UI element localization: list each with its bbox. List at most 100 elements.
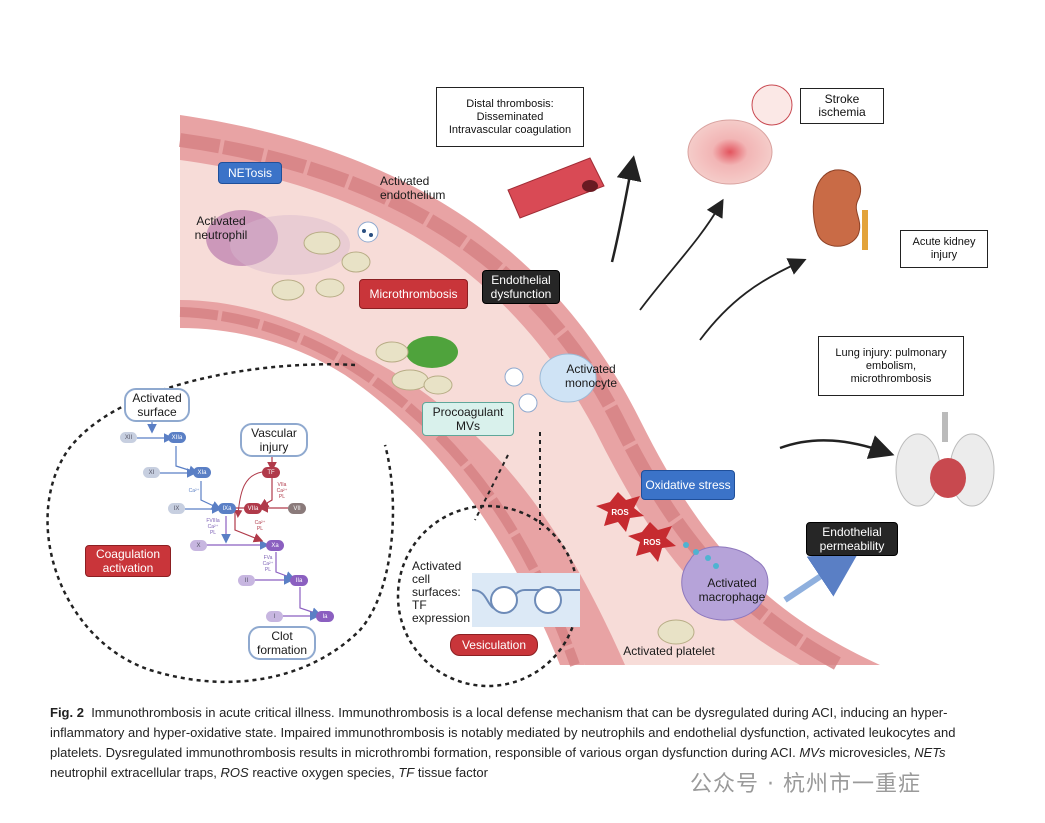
factor-xi: XI (143, 467, 160, 478)
factor-ixa: IXa (218, 503, 236, 514)
clot-formation-box: Clot formation (248, 626, 316, 660)
distal-vessel-icon (507, 157, 605, 219)
caption-def-ros: reactive oxygen species, (252, 765, 395, 780)
cascade-line (299, 587, 322, 617)
permeability-arrow (783, 550, 860, 603)
vascular-injury-box: Vascular injury (240, 423, 308, 457)
caption-abbr-mvs: MVs (799, 745, 826, 760)
monocyte-cell (539, 353, 597, 403)
cascade-line (234, 507, 264, 543)
caption-abbr-tf: TF (398, 765, 415, 780)
lung-injury-box: Lung injury: pulmonary embolism, microth… (818, 336, 964, 396)
brain-icon (687, 119, 773, 185)
arrow-to-brain (639, 198, 724, 311)
acute-kidney-injury-box: Acute kidney injury (900, 230, 988, 268)
arrow-to-distal (610, 155, 642, 263)
vesiculation-badge: Vesiculation (450, 634, 538, 656)
ros-label-1: ROS (611, 508, 629, 517)
oxidative-stress-badge: Oxidative stress (641, 470, 735, 500)
platelet (303, 231, 341, 255)
factor-ia: Ia (316, 611, 334, 622)
caption-body: Immunothrombosis is a local defense mech… (50, 705, 956, 760)
factor-vii: VII (288, 503, 306, 514)
caption-title: Immunothrombosis in acute critical illne… (91, 705, 335, 720)
cascade-line (275, 552, 296, 581)
microvesicle-dot (362, 229, 366, 233)
thrombus-dot (582, 180, 598, 192)
platelet (423, 375, 453, 395)
factor-xiia: XIIa (168, 432, 186, 443)
neutrophil-cell (206, 210, 278, 266)
caption-abbr-nets: NETs (914, 745, 946, 760)
kidney-icon (812, 169, 862, 247)
ca-label: Ca²⁺ (188, 488, 200, 494)
factor-xii: XII (120, 432, 137, 443)
microvesicle (518, 393, 538, 413)
net-cloud (230, 215, 350, 275)
activated-macrophage-label: Activated macrophage (698, 576, 766, 604)
activated-platelet-label: Activated platelet (623, 644, 715, 658)
arrow-to-kidney (699, 258, 807, 341)
ros-particle (683, 542, 689, 548)
activated-cell-surfaces-label: Activated cell surfaces: TF expression (412, 559, 471, 625)
endothelium-bottom (179, 307, 580, 667)
distal-thrombosis-box: Distal thrombosis: Disseminated Intravas… (436, 87, 584, 147)
vesicle (534, 586, 562, 614)
stroke-ischemia-box: Stroke ischemia (800, 88, 884, 124)
factor-x: X (190, 540, 207, 551)
cascade-line (258, 478, 273, 508)
ros-particle (713, 563, 719, 569)
activated-surface-box: Activated surface (124, 388, 190, 422)
platelet (271, 279, 305, 301)
ros-star (596, 492, 644, 532)
factor-xa: Xa (266, 540, 284, 551)
microvesicle-dot (369, 233, 373, 237)
ros-particle (693, 549, 699, 555)
factor-viia: VIIa (244, 503, 262, 514)
platelet (657, 619, 695, 645)
endothelial-dysfunction-badge: Endothelial dysfunction (482, 270, 560, 304)
ros-label-2: ROS (643, 538, 661, 547)
factor-iia: IIa (290, 575, 308, 586)
trachea (942, 412, 948, 442)
caption-abbr-ros: ROS (220, 765, 249, 780)
vessel-inset-icon (751, 84, 793, 126)
factor-i: I (266, 611, 283, 622)
fviiia-label: FVIIIa Ca²⁺ PL (206, 518, 220, 536)
factor-ix: IX (168, 503, 185, 514)
ureter (862, 210, 868, 250)
factor-tf: TF (262, 467, 280, 478)
microvesicle (357, 221, 379, 243)
microvesicle (504, 367, 524, 387)
factor-xia: XIa (193, 467, 211, 478)
ca-pl-label: Ca²⁺ PL (254, 520, 266, 532)
activated-neutrophil-label: Activated neutrophil (194, 214, 248, 242)
caption-fig: Fig. 2 (50, 705, 84, 720)
platelet (315, 278, 345, 298)
platelet (391, 369, 429, 391)
cascade-line (175, 446, 199, 475)
arrow-to-lung (779, 435, 895, 459)
caption-def-mvs: microvesicles, (828, 745, 911, 760)
caption-def-nets: neutrophil extracellular traps, (50, 765, 217, 780)
coagulation-activation-badge: Coagulation activation (85, 545, 171, 577)
activated-endothelium-label: Activated endothelium (380, 174, 446, 202)
netosis-badge: NETosis (218, 162, 282, 184)
heart-icon (930, 458, 966, 498)
cascade-line (234, 471, 263, 518)
vesiculation-zoom-line (474, 432, 541, 530)
ros-particle (705, 555, 711, 561)
vesicle (490, 586, 518, 614)
macrophage-cell (681, 546, 769, 621)
fibrin-clot (406, 336, 458, 368)
figure-caption: Fig. 2 Immunothrombosis in acute critica… (50, 703, 995, 783)
caption-def-tf: tissue factor (417, 765, 488, 780)
activated-monocyte-label: Activated monocyte (564, 362, 618, 390)
microthrombosis-badge: Microthrombosis (359, 279, 468, 309)
watermark: 公众号 · 杭州市一重症 (690, 772, 921, 797)
cascade-line (200, 481, 222, 510)
vessel-lower-wall (180, 300, 585, 665)
procoagulant-mvs-badge: Procoagulant MVs (422, 402, 514, 436)
ros-star (628, 522, 676, 562)
platelet (375, 341, 409, 363)
